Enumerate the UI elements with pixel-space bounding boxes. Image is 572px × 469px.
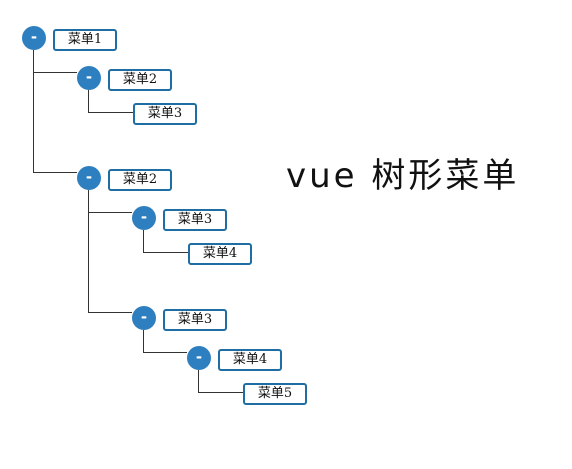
tree-connector	[88, 90, 89, 112]
page-title: vue 树形菜单	[286, 156, 520, 196]
tree-node-menu4[interactable]: 菜单4	[188, 243, 252, 265]
tree-node-menu2[interactable]: 菜单2	[108, 69, 172, 91]
tree-connector	[33, 172, 77, 173]
collapse-toggle-menu3[interactable]: -	[132, 306, 156, 330]
collapse-toggle-menu4[interactable]: -	[187, 346, 211, 370]
tree-connector	[88, 312, 132, 313]
tree-node-menu4[interactable]: 菜单4	[218, 349, 282, 371]
tree-connector	[88, 212, 132, 213]
collapse-toggle-menu2[interactable]: -	[77, 166, 101, 190]
tree-connector	[198, 392, 243, 393]
tree-node-menu1[interactable]: 菜单1	[53, 29, 117, 51]
collapse-toggle-menu1[interactable]: -	[22, 26, 46, 50]
tree-node-menu3[interactable]: 菜单3	[163, 209, 227, 231]
tree-node-menu5[interactable]: 菜单5	[243, 383, 307, 405]
tree-connector	[88, 112, 133, 113]
tree-connector	[33, 72, 77, 73]
collapse-toggle-menu2[interactable]: -	[77, 66, 101, 90]
collapse-toggle-menu3[interactable]: -	[132, 206, 156, 230]
tree-connector	[143, 252, 188, 253]
tree-node-menu3[interactable]: 菜单3	[163, 309, 227, 331]
tree-connector	[33, 50, 34, 172]
tree-connector	[143, 330, 144, 352]
tree-connector	[143, 230, 144, 252]
tree-node-menu3[interactable]: 菜单3	[133, 103, 197, 125]
tree-connector	[143, 352, 187, 353]
tree-node-menu2[interactable]: 菜单2	[108, 169, 172, 191]
tree-connector	[88, 190, 89, 312]
tree-connector	[198, 370, 199, 392]
